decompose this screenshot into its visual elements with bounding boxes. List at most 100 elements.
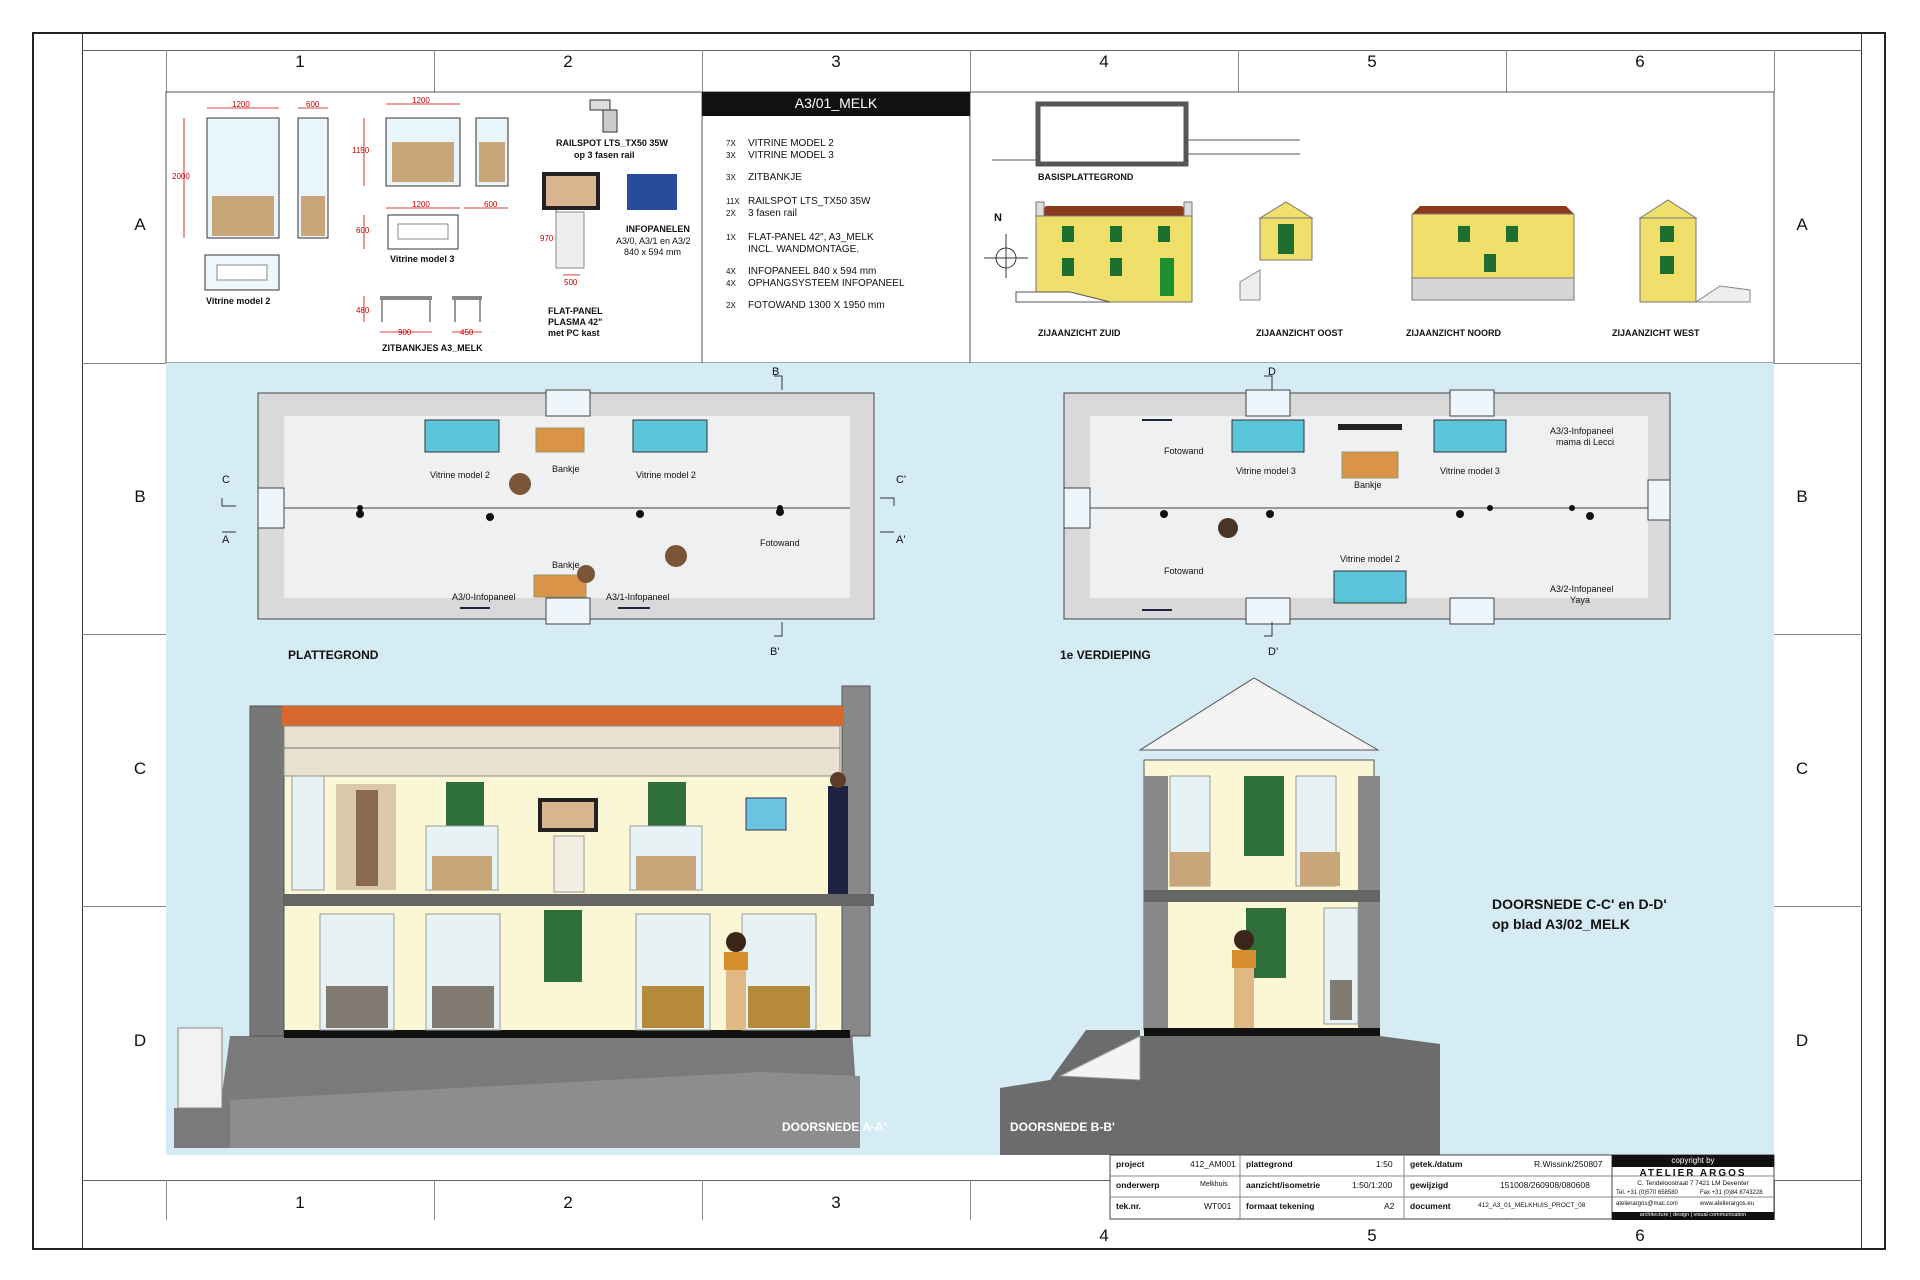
tb-formaat-label: formaat tekening bbox=[1246, 1201, 1315, 1211]
col-tick bbox=[434, 50, 435, 92]
grid-bottom-line bbox=[82, 1180, 1862, 1181]
plan-ground-vitrine-right: Vitrine model 2 bbox=[636, 470, 696, 480]
dim-600-b: 600 bbox=[484, 200, 498, 209]
dim-1150: 1150 bbox=[352, 146, 370, 155]
sheet-title: A3/01_MELK bbox=[794, 95, 878, 111]
tb-aanzicht-label: aanzicht/isometrie bbox=[1246, 1180, 1321, 1190]
tb-plattegrond-label: plattegrond bbox=[1246, 1159, 1293, 1169]
tb-web: www.atelierargos.eu bbox=[1700, 1201, 1755, 1207]
legend-infopanelen-2: A3/0, A3/1 en A3/2 bbox=[616, 236, 691, 246]
tb-fax: Fax +31 (0)84 8743228 bbox=[1700, 1190, 1763, 1196]
tb-email: atelierargos@mac.com bbox=[1616, 1201, 1678, 1207]
grid-col-6: 6 bbox=[1635, 52, 1645, 71]
label-zijaanzicht-oost: ZIJAANZICHT OOST bbox=[1256, 328, 1343, 338]
col-tick bbox=[1238, 50, 1239, 92]
plan-ground-title: PLATTEGROND bbox=[288, 648, 379, 662]
row-tick bbox=[82, 634, 166, 635]
section-bb-label: DOORSNEDE B-B' bbox=[1010, 1120, 1115, 1134]
plan-first-vitrine-right: Vitrine model 3 bbox=[1440, 466, 1500, 476]
plan-first-vitrine-bottom: Vitrine model 2 bbox=[1340, 554, 1400, 564]
tb-tagline: architecture | design | visual communica… bbox=[1639, 1212, 1747, 1218]
dim-900: 900 bbox=[398, 328, 412, 337]
legend-vitrine-model2: Vitrine model 2 bbox=[206, 296, 271, 306]
tb-onderwerp-value: Melkhuis bbox=[1200, 1181, 1228, 1188]
grid-row-A: A bbox=[134, 215, 146, 234]
tb-getek-value: R.Wissink/250807 bbox=[1534, 1159, 1603, 1169]
legend-flatpanel-3: met PC kast bbox=[548, 328, 600, 338]
col-tick bbox=[434, 1180, 435, 1220]
inventory-item: INCL. WANDMONTAGE. bbox=[748, 244, 860, 255]
grid-col-4: 4 bbox=[1099, 52, 1109, 71]
plan-first-vitrine-left: Vitrine model 3 bbox=[1236, 466, 1296, 476]
row-tick bbox=[1774, 634, 1862, 635]
col-tick bbox=[702, 50, 703, 92]
col-tick bbox=[166, 1180, 167, 1220]
legend-flatpanel-1: FLAT-PANEL bbox=[548, 306, 603, 316]
cut-B: B bbox=[772, 366, 780, 378]
plan-first-title: 1e VERDIEPING bbox=[1060, 648, 1151, 662]
label-zijaanzicht-noord: ZIJAANZICHT NOORD bbox=[1406, 328, 1501, 338]
dim-2000: 2000 bbox=[172, 172, 190, 181]
tb-onderwerp-label: onderwerp bbox=[1116, 1180, 1160, 1190]
drawing-sheet bbox=[82, 32, 1862, 1250]
col-tick bbox=[166, 50, 167, 92]
grid-col-4-bottom: 4 bbox=[1099, 1226, 1109, 1245]
plan-ground-info-0: A3/0-Infopaneel bbox=[452, 592, 516, 602]
tb-aanzicht-value: 1:50/1:200 bbox=[1352, 1180, 1393, 1190]
plan-first-info-3b: mama di Lecci bbox=[1556, 437, 1615, 447]
dim-1200-a: 1200 bbox=[232, 100, 250, 109]
tb-project-value: 412_AM001 bbox=[1190, 1159, 1236, 1169]
tb-gewijzigd-value: 151008/260908/080608 bbox=[1500, 1180, 1590, 1190]
tb-teknr-value: WT001 bbox=[1204, 1201, 1232, 1211]
grid-row-C: C bbox=[133, 759, 147, 778]
legend-zitbankjes: ZITBANKJES A3_MELK bbox=[382, 343, 483, 353]
legend-infopanelen-3: 840 x 594 mm bbox=[624, 247, 682, 257]
section-note-2: op blad A3/02_MELK bbox=[1492, 916, 1630, 932]
grid-row-B: B bbox=[134, 487, 146, 506]
row-tick bbox=[1774, 906, 1862, 907]
cut-C: C bbox=[222, 474, 230, 486]
col-tick bbox=[970, 50, 971, 92]
cut-D-prime: D' bbox=[1268, 646, 1279, 658]
tb-formaat-value: A2 bbox=[1384, 1201, 1395, 1211]
dim-480: 480 bbox=[356, 306, 370, 315]
grid-col-3: 3 bbox=[831, 52, 841, 71]
grid-col-2: 2 bbox=[563, 52, 573, 71]
plan-first-fotowand-bottom: Fotowand bbox=[1164, 566, 1204, 576]
cut-B-prime: B' bbox=[770, 646, 780, 658]
col-tick bbox=[970, 1180, 971, 1220]
col-tick bbox=[702, 1180, 703, 1220]
plan-ground-fotowand: Fotowand bbox=[760, 538, 800, 548]
tb-gewijzigd-label: gewijzigd bbox=[1410, 1180, 1449, 1190]
legend-infopanelen-1: INFOPANELEN bbox=[626, 224, 690, 234]
label-zijaanzicht-west: ZIJAANZICHT WEST bbox=[1612, 328, 1700, 338]
plan-first-info-2b: Yaya bbox=[1570, 595, 1590, 605]
grid-top-line bbox=[82, 50, 1862, 51]
plan-ground-bankje-bottom: Bankje bbox=[552, 560, 580, 570]
legend-railspot-2: op 3 fasen rail bbox=[574, 150, 635, 160]
tb-document-label: document bbox=[1410, 1201, 1451, 1211]
plan-ground-info-1: A3/1-Infopaneel bbox=[606, 592, 670, 602]
tb-document-value: 412_A3_01_MELKHUIS_PROCT_08 bbox=[1478, 1202, 1586, 1209]
tb-copyright: copyright by bbox=[1671, 1156, 1715, 1165]
dim-1200-b: 1200 bbox=[412, 96, 430, 105]
grid-row-A-right: A bbox=[1796, 215, 1808, 234]
row-tick bbox=[82, 363, 166, 364]
tb-address: C. Tendeloostraat 7 7421 LM Deventer bbox=[1637, 1180, 1749, 1187]
row-tick bbox=[82, 906, 166, 907]
plan-first-info-3a: A3/3-Infopaneel bbox=[1550, 426, 1614, 436]
col-tick bbox=[1774, 50, 1775, 92]
plan-ground-vitrine-left: Vitrine model 2 bbox=[430, 470, 490, 480]
cut-C-prime: C' bbox=[896, 474, 907, 486]
dim-450: 450 bbox=[460, 328, 474, 337]
grid-col-6-bottom: 6 bbox=[1635, 1226, 1645, 1245]
plan-first-bankje: Bankje bbox=[1354, 480, 1382, 490]
grid-row-D: D bbox=[133, 1031, 147, 1050]
